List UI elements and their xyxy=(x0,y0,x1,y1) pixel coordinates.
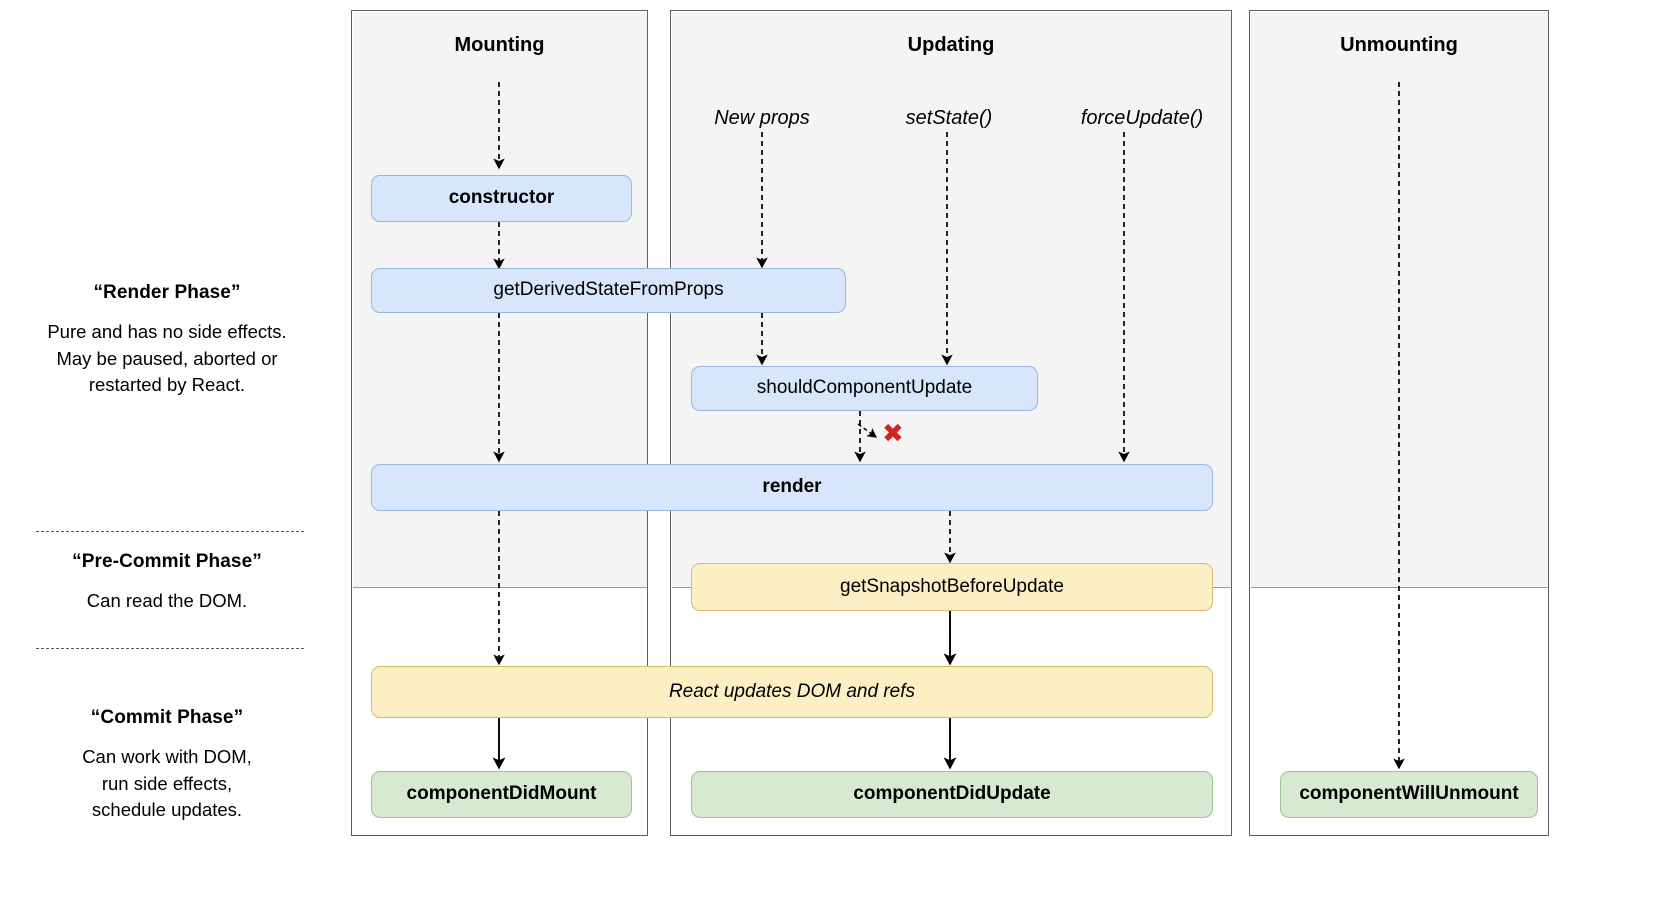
legend-divider-top xyxy=(36,531,304,532)
column-heading-updating: Updating xyxy=(907,34,995,56)
abort-x-icon: ✖ xyxy=(882,419,904,449)
column-heading-mounting: Mounting xyxy=(454,34,545,56)
legend-pre-commit-phase: “Pre-Commit Phase” Can read the DOM. xyxy=(12,550,322,615)
legend-commit-phase-description: Can work with DOM, run side effects, sch… xyxy=(82,745,252,821)
legend-render-phase-title: “Render Phase” xyxy=(93,282,241,303)
trigger-new-props: New props xyxy=(714,107,810,129)
legend-render-phase-description: Pure and has no side effects. May be pau… xyxy=(47,320,287,396)
node-get-derived-state-from-props[interactable]: getDerivedStateFromProps xyxy=(371,268,846,313)
node-component-will-unmount[interactable]: componentWillUnmount xyxy=(1280,771,1538,818)
node-component-did-mount[interactable]: componentDidMount xyxy=(371,771,632,818)
legend-render-phase: “Render Phase” Pure and has no side effe… xyxy=(12,281,322,399)
node-should-component-update[interactable]: shouldComponentUpdate xyxy=(691,366,1038,411)
column-unmounting-render-area xyxy=(1250,11,1548,588)
column-heading-unmounting: Unmounting xyxy=(1340,34,1458,56)
node-component-did-update[interactable]: componentDidUpdate xyxy=(691,771,1213,818)
legend-pre-commit-phase-title: “Pre-Commit Phase” xyxy=(72,551,262,572)
node-react-updates-dom-and-refs[interactable]: React updates DOM and refs xyxy=(371,666,1213,718)
trigger-force-update: forceUpdate() xyxy=(1080,107,1204,129)
legend-pre-commit-phase-description: Can read the DOM. xyxy=(86,589,248,611)
node-get-snapshot-before-update[interactable]: getSnapshotBeforeUpdate xyxy=(691,563,1213,611)
legend-divider-bottom xyxy=(36,648,304,649)
node-constructor[interactable]: constructor xyxy=(371,175,632,222)
node-render[interactable]: render xyxy=(371,464,1213,511)
legend-commit-phase: “Commit Phase” Can work with DOM, run si… xyxy=(12,706,322,824)
trigger-set-state: setState() xyxy=(905,107,993,129)
legend-commit-phase-title: “Commit Phase” xyxy=(90,707,244,728)
